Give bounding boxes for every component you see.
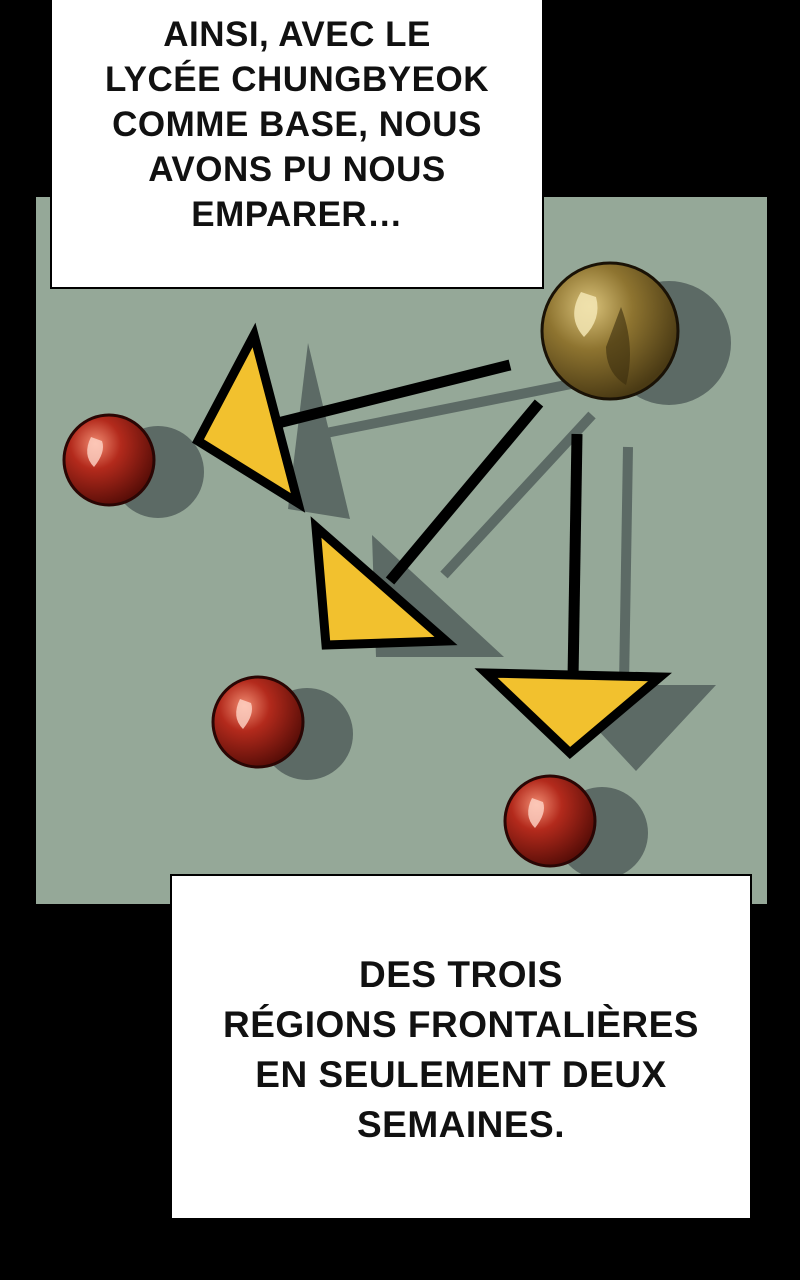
- caption-top-line: AINSI, AVEC LE: [163, 15, 431, 54]
- caption-bottom-line: RÉGIONS FRONTALIÈRES: [223, 1004, 699, 1045]
- map-panel: [35, 196, 768, 905]
- caption-bottom-line: EN SEULEMENT DEUX: [255, 1054, 667, 1095]
- red-marble-2: [211, 675, 305, 769]
- gold-marble: [540, 261, 680, 401]
- caption-bottom-line: DES TROIS: [359, 954, 563, 995]
- caption-box-top: AINSI, AVEC LE LYCÉE CHUNGBYEOK COMME BA…: [50, 0, 544, 289]
- red-marble-1: [62, 413, 156, 507]
- caption-box-bottom: DES TROIS RÉGIONS FRONTALIÈRES EN SEULEM…: [170, 874, 752, 1220]
- arrow-right: [474, 433, 672, 760]
- caption-top-line: AVONS PU NOUS: [148, 150, 446, 189]
- caption-top-line: LYCÉE CHUNGBYEOK: [105, 60, 489, 99]
- arrow-middle: [310, 399, 544, 650]
- red-marble-3: [503, 774, 597, 868]
- caption-top-line: EMPARER…: [191, 195, 403, 234]
- caption-bottom-line: SEMAINES.: [356, 1104, 566, 1145]
- caption-top-line: COMME BASE, NOUS: [112, 105, 482, 144]
- arrow-left: [192, 322, 512, 513]
- strategy-illustration: [36, 197, 767, 904]
